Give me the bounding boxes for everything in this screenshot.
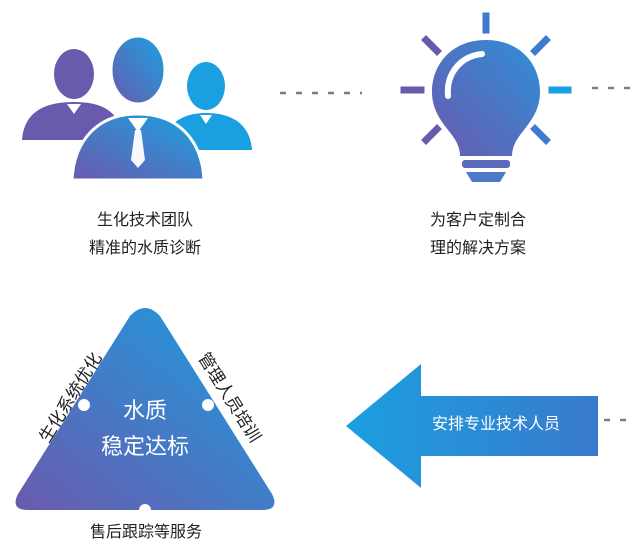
- plan-caption-line2: 理的解决方案: [429, 238, 526, 257]
- business-team-icon: [22, 34, 252, 182]
- plan-caption-line1: 为客户定制合: [429, 210, 526, 229]
- triangle-shape: [15, 308, 275, 516]
- team-caption-line2: 精准的水质诊断: [88, 238, 201, 257]
- triangle-line2: 稳定达标: [100, 435, 189, 460]
- triangle-bottom-label: 售后跟踪等服务: [46, 518, 246, 546]
- arrow-label: 安排专业技术人员: [431, 414, 560, 433]
- team-caption: 生化技术团队 精准的水质诊断: [50, 206, 240, 262]
- team-caption-line1: 生化技术团队: [96, 210, 193, 229]
- triangle-center-text: 水质 稳定达标: [80, 394, 210, 466]
- light-bulb-icon: [400, 12, 572, 182]
- triangle-bottom-text: 售后跟踪等服务: [89, 522, 202, 541]
- triangle-line1: 水质: [122, 399, 167, 424]
- arrow-shape: [346, 364, 598, 488]
- plan-caption: 为客户定制合 理的解决方案: [378, 206, 578, 262]
